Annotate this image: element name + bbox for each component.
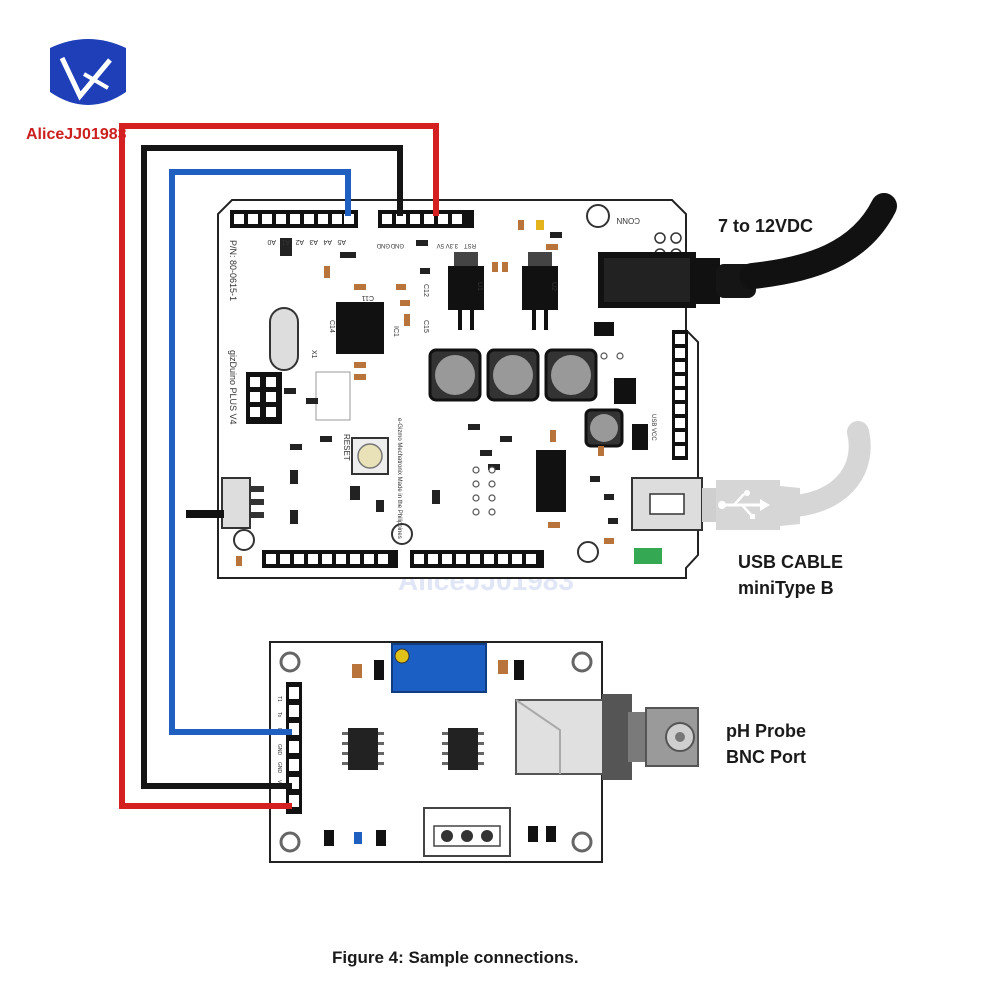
analog-pin-labels: A5 A4 A3 A2 A1 A0 <box>267 238 346 245</box>
svg-text:GND: GND <box>276 744 282 756</box>
svg-text:C14: C14 <box>328 320 335 333</box>
svg-text:IC1: IC1 <box>392 326 399 337</box>
analog-header <box>230 210 358 228</box>
svg-text:A2: A2 <box>295 238 304 245</box>
electrolytic-capacitors <box>428 348 624 448</box>
svg-text:T1: T1 <box>276 696 282 702</box>
module-pin-header <box>286 682 302 814</box>
power-header <box>378 210 474 228</box>
svg-text:A1: A1 <box>281 238 290 245</box>
dc-power-jack <box>598 252 696 308</box>
wire-red <box>119 123 439 809</box>
brand-logo: AliceJJ01983 <box>26 39 127 143</box>
wire-blue <box>169 169 351 735</box>
usb-icon <box>718 490 770 519</box>
digital-header <box>262 550 544 568</box>
usb-vcc-label: USB VCC <box>650 414 656 441</box>
reset-button <box>351 437 389 475</box>
svg-text:A3: A3 <box>309 238 318 245</box>
mounting-holes <box>233 204 610 563</box>
power-cable <box>696 193 897 304</box>
svg-text:U2: U2 <box>550 282 557 291</box>
potentiometer-icon <box>391 643 487 693</box>
svg-text:U1: U1 <box>476 282 483 291</box>
bnc-connector-icon <box>515 694 699 780</box>
usb-cable-label: USB CABLE <box>738 552 843 572</box>
terminal-connector <box>423 807 511 857</box>
maker-label: e-Gizmo Mechatronix Made in the Philippi… <box>396 418 402 539</box>
icsp-header <box>246 372 282 424</box>
svg-text:C12: C12 <box>422 284 429 297</box>
svg-text:RST: RST <box>464 242 476 248</box>
svg-text:GND: GND <box>390 242 404 248</box>
svg-text:GND: GND <box>276 762 282 774</box>
figure-caption: Figure 4: Sample connections. <box>332 948 579 967</box>
conn-label: CONN <box>616 216 640 225</box>
part-number-label: P/N: 80-0615-1 <box>228 240 238 301</box>
probe-label: pH Probe <box>726 721 806 741</box>
svg-text:GND: GND <box>376 242 390 248</box>
svg-text:3.3V: 3.3V <box>446 242 458 248</box>
main-board: RESET gizDuino PLUS V4 P/N: 80-0615-1 e-… <box>186 199 703 579</box>
svg-text:C15: C15 <box>422 320 429 333</box>
svg-text:A4: A4 <box>323 238 332 245</box>
power-switch <box>186 477 264 529</box>
svg-text:To: To <box>276 712 282 718</box>
mini-usb-socket <box>631 477 703 531</box>
svg-text:X1: X1 <box>310 350 317 359</box>
usb-interface-chip <box>536 450 566 512</box>
component-labels: U1 U2 C14 C11 C15 C12 X1 IC1 <box>310 282 557 359</box>
usb-type-label: miniType B <box>738 578 834 598</box>
svg-text:5V: 5V <box>437 242 444 248</box>
power-pin-labels: GND GND 5V 3.3V RST <box>376 242 476 248</box>
logo-icon <box>50 39 126 105</box>
power-led <box>634 548 662 564</box>
microcontroller-chip <box>336 302 384 354</box>
power-label: 7 to 12VDC <box>718 216 813 236</box>
voltage-regulators <box>448 252 558 330</box>
usb-cable <box>702 421 871 530</box>
reset-label: RESET <box>342 434 351 461</box>
svg-text:A0: A0 <box>267 238 276 245</box>
wire-black <box>141 145 403 789</box>
logo-text: AliceJJ01983 <box>26 126 127 143</box>
ph-sensor-module: T1 To Po GND GND V+ <box>269 641 699 863</box>
svg-text:A5: A5 <box>337 238 346 245</box>
op-amp-chips <box>342 728 484 770</box>
model-label: gizDuino PLUS V4 <box>228 350 238 425</box>
bnc-port-label: BNC Port <box>726 747 806 767</box>
crystal <box>269 307 299 371</box>
svg-text:C11: C11 <box>362 294 374 301</box>
